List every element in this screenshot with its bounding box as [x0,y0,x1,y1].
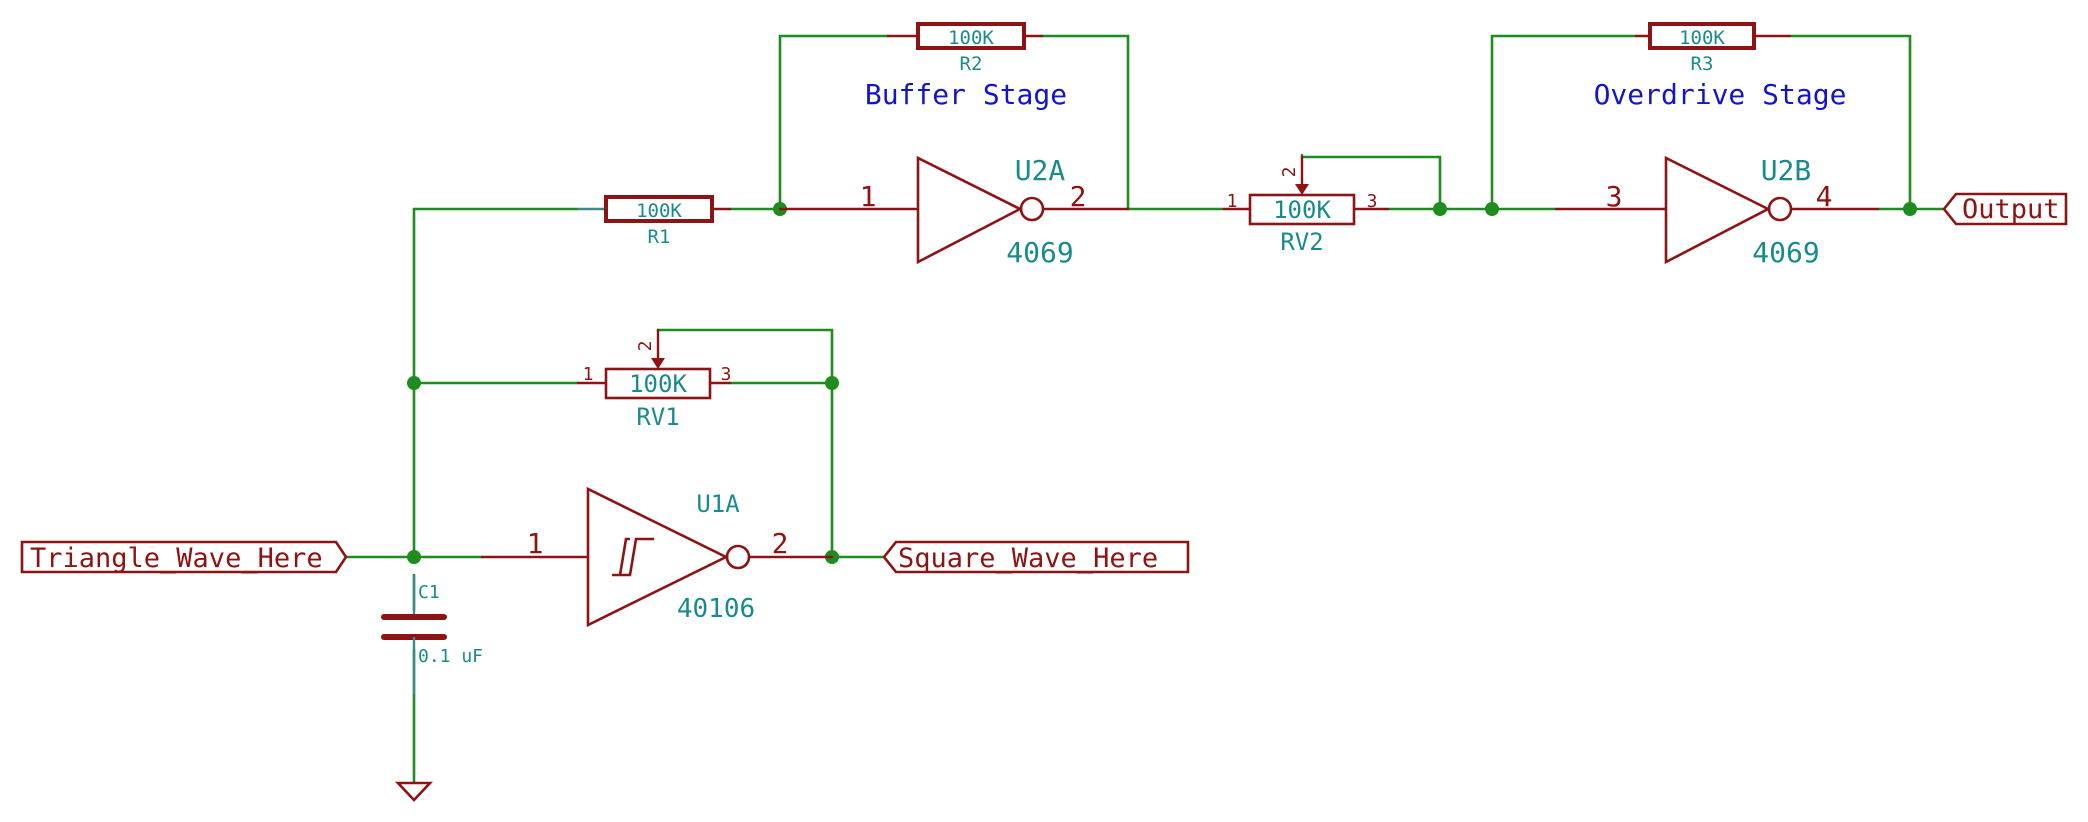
u1a-pin-in: 1 [527,527,544,560]
output-label[interactable]: Output [1942,192,2068,226]
inverter-u2a[interactable]: 1 2 U2A 4069 [778,154,1130,269]
schmitt-inverter-u1a[interactable]: 1 2 U1A 40106 [480,486,834,628]
r3-value: 100K [1679,27,1725,49]
r3-ref: R3 [1691,53,1714,75]
output-label-text: Output [1962,194,2060,225]
c1-ref: C1 [418,582,440,603]
junction-dot [407,376,421,390]
u2b-ref: U2B [1761,154,1812,187]
rv2-value: 100K [1273,196,1331,224]
rv2-pin-3: 3 [1367,191,1378,212]
r1-ref: R1 [648,226,671,248]
junction-dot [1433,202,1447,216]
rv1-pin-1: 1 [583,364,594,385]
r2-value: 100K [948,27,994,49]
junction-dot [825,376,839,390]
potentiometer-rv2[interactable]: 100K RV2 1 3 2 [1222,155,1390,256]
wire-r2-left [778,34,890,211]
junction-dot [1903,202,1917,216]
wires [344,34,1946,784]
wire-r3-left [1490,34,1638,211]
square-label[interactable]: Square_Wave_Here [882,540,1190,574]
u2b-pin-in: 3 [1606,180,1623,213]
input-label[interactable]: Triangle_Wave_Here [20,540,348,574]
resistor-r1[interactable]: 100K R1 [578,195,732,248]
rv1-value: 100K [629,370,687,398]
u2b-pin-out: 4 [1816,180,1833,213]
rv1-pin-2: 2 [635,341,656,352]
inverter-u2b[interactable]: 3 4 U2B 4069 [1554,154,1880,269]
rv2-ref: RV2 [1280,228,1323,256]
input-label-text: Triangle_Wave_Here [30,543,323,574]
rv1-wiper-arrow [651,358,665,369]
u1a-pin-out: 2 [772,527,789,560]
rv2-wiper-arrow [1295,184,1309,195]
schmitt-hysteresis-icon [612,537,654,577]
rv2-pin-1: 1 [1227,191,1238,212]
rv1-ref: RV1 [636,403,679,431]
u2a-value: 4069 [1006,236,1073,269]
junction-dot [407,550,421,564]
rv2-pin-2: 2 [1279,167,1300,178]
resistor-r3[interactable]: 100K R3 [1634,22,1792,75]
u2a-ref: U2A [1015,154,1066,187]
resistor-r2[interactable]: 100K R2 [886,22,1044,75]
note-overdrive-stage: Overdrive Stage [1594,78,1847,111]
u2a-pin-in: 1 [860,180,877,213]
u2a-pin-out: 2 [1070,180,1087,213]
note-buffer-stage: Buffer Stage [865,78,1067,111]
potentiometer-rv1[interactable]: 100K RV1 1 3 2 [576,328,732,431]
wire-rv1-wiper [656,328,834,559]
ground-icon [394,781,434,802]
wire-r2-right [1040,34,1130,211]
u1a-value: 40106 [677,594,755,624]
wire-r3-right [1788,34,1912,211]
u2b-value: 4069 [1752,236,1819,269]
square-label-text: Square_Wave_Here [898,543,1158,574]
rv1-pin-3: 3 [721,364,732,385]
c1-value: 0.1 uF [418,646,483,667]
capacitor-c1[interactable]: C1 0.1 uF [381,575,483,695]
junction-dot [1485,202,1499,216]
r1-value: 100K [636,200,682,222]
u1a-ref: U1A [696,490,740,518]
r2-ref: R2 [960,53,983,75]
